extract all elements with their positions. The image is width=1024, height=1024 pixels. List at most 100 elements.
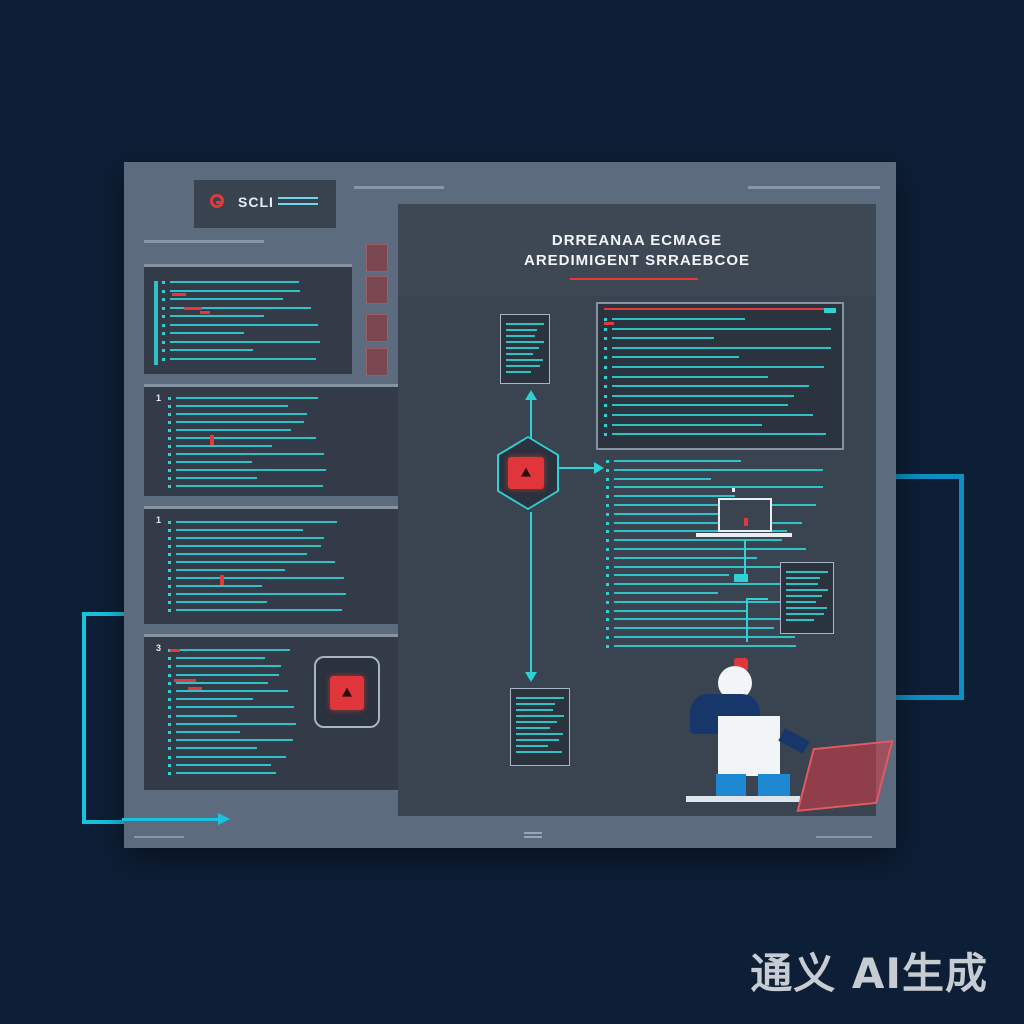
document-line <box>786 571 828 573</box>
alert-triangle-icon <box>508 457 544 489</box>
code-line-marker <box>604 414 607 417</box>
code-line <box>176 714 237 717</box>
code-line <box>176 429 291 431</box>
code-line <box>612 394 794 397</box>
alert-triangle-icon <box>330 676 364 710</box>
code-line-marker <box>606 539 609 543</box>
code-line <box>170 340 320 343</box>
code-line <box>176 469 326 471</box>
code-line-marker <box>168 731 171 734</box>
error-marker <box>188 687 202 690</box>
error-marker <box>184 307 202 310</box>
code-line-marker <box>606 548 609 551</box>
document-line <box>516 703 555 705</box>
code-line <box>176 437 316 439</box>
code-line <box>614 530 787 533</box>
code-line <box>176 405 288 407</box>
code-line-marker <box>604 366 607 369</box>
code-line-marker <box>604 346 607 350</box>
sidebar-toolbar-line <box>144 240 264 243</box>
code-line <box>612 423 762 426</box>
code-line-marker <box>168 649 171 652</box>
app-title-decoration <box>278 197 318 199</box>
side-tab-3[interactable] <box>366 314 388 342</box>
code-line <box>176 690 288 692</box>
code-line-marker <box>168 453 171 456</box>
code-line-marker <box>604 327 607 331</box>
code-line-marker <box>162 349 165 352</box>
code-line <box>612 414 813 416</box>
code-line-marker <box>168 601 171 604</box>
panel-number: 1 <box>156 393 162 403</box>
document-line <box>506 353 533 355</box>
document-line <box>516 739 559 741</box>
code-panel[interactable] <box>144 264 352 374</box>
resize-handle[interactable] <box>524 836 542 838</box>
code-line-marker <box>168 609 171 612</box>
code-line <box>176 537 324 539</box>
document-line <box>786 619 814 621</box>
code-line-marker <box>168 681 171 685</box>
code-line-marker <box>162 340 165 344</box>
app-title: SCLI <box>238 194 274 210</box>
code-line-marker <box>604 356 607 360</box>
code-line <box>176 453 324 455</box>
code-line <box>176 657 265 660</box>
side-tab-1[interactable] <box>366 244 388 272</box>
code-line <box>176 545 321 547</box>
error-marker <box>170 649 180 652</box>
code-line-marker <box>168 577 171 580</box>
document-line <box>786 589 828 591</box>
left-accent-frame <box>82 612 124 824</box>
code-line <box>612 433 826 436</box>
code-line <box>176 706 294 709</box>
code-line-marker <box>168 673 171 677</box>
code-line-marker <box>168 529 171 532</box>
code-line <box>176 763 271 766</box>
document-line <box>516 751 562 753</box>
footer-line <box>816 836 872 838</box>
code-line <box>176 609 342 611</box>
resize-handle[interactable] <box>524 832 542 834</box>
code-line <box>176 477 257 479</box>
code-line <box>176 739 293 742</box>
code-line <box>176 485 323 487</box>
arrow-up-icon <box>525 390 537 400</box>
code-line <box>614 574 729 577</box>
code-line-marker <box>168 569 171 572</box>
code-line <box>176 397 318 399</box>
side-tab-2[interactable] <box>366 276 388 304</box>
code-line <box>170 298 283 300</box>
code-line <box>614 548 806 550</box>
flow-connector <box>530 512 532 676</box>
code-document-panel[interactable] <box>596 302 844 450</box>
document-line <box>506 335 535 337</box>
document-icon[interactable] <box>500 314 550 384</box>
laptop-icon[interactable] <box>718 498 772 532</box>
document-line <box>786 583 818 585</box>
code-line-marker <box>604 385 607 389</box>
error-marker <box>200 311 210 314</box>
laptop-camera <box>732 488 735 492</box>
code-line <box>176 698 253 701</box>
code-line-marker <box>604 423 607 427</box>
code-line <box>176 445 272 447</box>
code-line-marker <box>168 657 171 661</box>
document-icon[interactable] <box>780 562 834 634</box>
code-line <box>612 366 824 368</box>
code-line-marker <box>168 763 171 767</box>
document-icon[interactable] <box>510 688 570 766</box>
code-line <box>170 289 300 292</box>
flow-connector <box>746 598 748 642</box>
side-tab-4[interactable] <box>366 348 388 376</box>
code-line <box>176 772 276 774</box>
code-line <box>614 600 821 603</box>
code-line-marker <box>604 433 607 437</box>
code-line-marker <box>168 755 171 759</box>
code-line <box>614 468 823 471</box>
code-line-marker <box>606 486 609 490</box>
code-line <box>614 644 796 647</box>
title-underline <box>570 278 698 280</box>
document-line <box>506 359 543 361</box>
document-line <box>506 329 537 331</box>
